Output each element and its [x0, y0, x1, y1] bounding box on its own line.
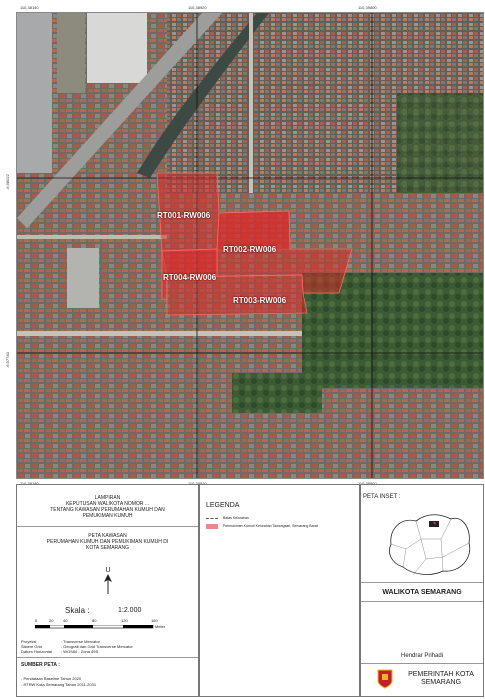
north-arrow-icon	[104, 574, 112, 594]
legend-label: Batas Kelurahan	[222, 516, 249, 520]
factory-roof	[87, 13, 147, 83]
inset-panel: PETA INSET : WALIKOTA SEMARANG Hendrar P…	[360, 484, 484, 697]
green-area-ne	[397, 93, 483, 193]
road-east-west	[17, 331, 483, 336]
peta-title-3: KOTA SEMARANG	[86, 545, 129, 551]
legend-title: LEGENDA	[206, 502, 240, 509]
inset-location-marker	[433, 522, 436, 525]
scale-bar: 0 20 40 80 120 160 Meter	[35, 618, 169, 632]
legend-label: Permukiman Kumuh Kelurahan Tawangsari, S…	[222, 524, 318, 529]
footer-text: PEMERINTAH KOTA SEMARANG	[399, 671, 483, 687]
proj-key: Proyeksi	[21, 639, 37, 644]
divider	[17, 526, 198, 527]
skala-label: Skala :	[65, 606, 90, 615]
open-lot	[57, 13, 85, 93]
label-rt001: RT001-RW006	[157, 211, 211, 220]
label-rt004: RT004-RW006	[163, 273, 217, 282]
proj-key: Datum Horizontal	[21, 649, 52, 654]
satellite-map[interactable]: RT001-RW006 RT002-RW006 RT004-RW006 RT00…	[16, 12, 484, 479]
coord-top-1: 110,38140	[20, 5, 39, 10]
footer-line-2: SEMARANG	[420, 679, 462, 686]
scale-tick: 40	[63, 618, 68, 623]
divider-inset	[361, 582, 483, 583]
inset-title: PETA INSET :	[363, 494, 401, 500]
keputusan-text: KEPUTUSAN WALIKOTA NOMOR ...	[65, 501, 150, 507]
scale-bar-graphic	[35, 625, 154, 629]
kumuh-area	[156, 172, 353, 316]
legend-item-boundary: Batas Kelurahan	[206, 516, 356, 520]
projection-info: Proyeksi : Transverse Mercator Sistem Gri…	[21, 639, 196, 654]
peta-title-2: PERUMAHAN KUMUH DAN PEMUKIMAN KUMUH DI	[46, 539, 169, 545]
scale-tick: 0	[35, 618, 38, 623]
coord-bottom-3: 110,39800	[358, 481, 377, 486]
scale-tick: 20	[49, 618, 54, 623]
map-imagery	[17, 13, 483, 478]
scale-tick: 160	[151, 618, 158, 623]
legend-panel: LEGENDA Batas Kelurahan Permukiman Kumuh…	[199, 484, 360, 697]
river	[137, 13, 269, 178]
peta-title-1: PETA KAWASAN	[88, 533, 127, 539]
tentang-text: TENTANG KAWASAN PERUMAHAN KUMUH DAN	[50, 507, 165, 513]
north-arrow: U	[101, 567, 115, 599]
tentang-text-2: PEMUKIMAN KUMUH	[82, 513, 133, 519]
sumber-item: - RTRW Kota Semarang Tahun 2011-2031	[21, 682, 97, 687]
coord-left-2: -6,97740	[5, 352, 10, 368]
walikota-title: WALIKOTA SEMARANG	[382, 589, 462, 596]
label-rt003: RT003-RW006	[233, 296, 287, 305]
footer-line-1: PEMERINTAH KOTA	[408, 671, 474, 678]
coord-top-3: 110,39800	[358, 5, 377, 10]
highway	[17, 13, 222, 228]
proj-val: : Geografi dan Grid Transverse Mercator	[61, 644, 133, 649]
industrial-block	[17, 13, 52, 173]
legend-item-kumuh: Permukiman Kumuh Kelurahan Tawangsari, S…	[206, 524, 361, 529]
warehouse-roof	[67, 248, 99, 308]
north-label: U	[105, 567, 111, 574]
signer-name: Hendrar Prihadi	[400, 653, 444, 659]
divider-footer	[361, 663, 483, 664]
kumuh-area-rt003[interactable]	[166, 274, 308, 316]
coord-bottom-2: 110,38920	[188, 481, 207, 486]
sumber-item: - Pendataan Baseline Tahun 2020	[21, 676, 82, 681]
city-emblem-icon	[377, 669, 393, 689]
road-north-south	[249, 13, 253, 193]
inset-map	[389, 514, 471, 576]
proj-val: : WGS84 - Zona 49S	[61, 649, 99, 654]
kumuh-swatch-icon	[206, 524, 218, 529]
proj-val: : Transverse Mercator	[61, 639, 100, 644]
green-area-south	[232, 373, 322, 413]
divider-sumber	[17, 657, 198, 658]
label-rt002: RT002-RW006	[223, 245, 277, 254]
district-boundaries	[390, 518, 470, 576]
divider-walikota	[361, 601, 483, 602]
sumber-list: - Pendataan Baseline Tahun 2020 - RTRW K…	[21, 676, 96, 688]
inset-district-highlight	[429, 521, 439, 527]
lampiran-text: LAMPIRAN	[94, 495, 121, 501]
proj-key: Sistem Grid	[21, 644, 42, 649]
sumber-title: SUMBER PETA :	[21, 662, 60, 668]
road-west	[17, 235, 167, 239]
coord-top-2: 110,38920	[188, 5, 207, 10]
scale-unit: Meter	[155, 624, 166, 629]
title-block: LAMPIRAN KEPUTUSAN WALIKOTA NOMOR ... TE…	[16, 484, 199, 697]
skala-value: 1:2.000	[118, 607, 142, 614]
coord-left-1: -6,98022	[5, 174, 10, 190]
boundary-line-icon	[206, 517, 218, 519]
scale-tick: 120	[121, 618, 128, 623]
scale-tick: 80	[92, 618, 97, 623]
coord-bottom-1: 110,38140	[20, 481, 39, 486]
